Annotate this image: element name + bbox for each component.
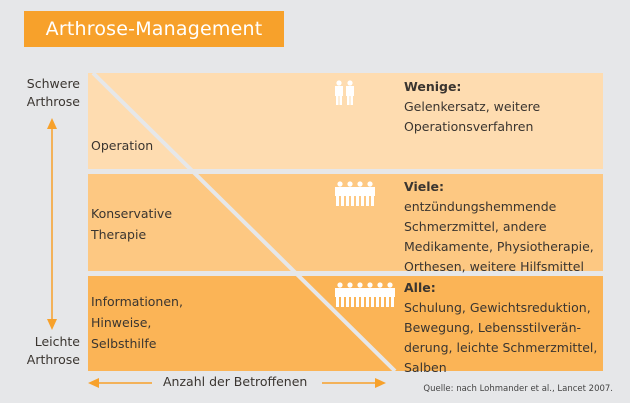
- x-axis-label: Anzahl der Betroffenen: [163, 374, 308, 389]
- band-3-left-label-line: Informationen,: [91, 294, 183, 309]
- band-1-line: Gelenkersatz, weitere: [404, 99, 541, 114]
- diagram-title: Arthrose-Management: [24, 11, 284, 47]
- y-axis-top-label-line2: Arthrose: [26, 94, 80, 109]
- y-axis-bottom-label: Leichte Arthrose: [18, 333, 80, 369]
- band-3-line: Schulung, Gewichtsreduktion,: [404, 300, 591, 315]
- y-axis-top-label: Schwere Arthrose: [18, 75, 80, 111]
- two-people-icon: [335, 80, 354, 105]
- band-3-left-label: Informationen, Hinweise, Selbsthilfe: [91, 291, 183, 354]
- band-1-left-label: Operation: [91, 135, 153, 156]
- six-people-icon: [335, 282, 395, 307]
- band-2-line: Schmerzmittel, andere: [404, 219, 547, 234]
- four-people-icon: [335, 181, 375, 206]
- band-3-left-label-line: Hinweise,: [91, 315, 152, 330]
- y-axis-top-label-line1: Schwere: [26, 76, 80, 91]
- band-3-left-label-line: Selbsthilfe: [91, 336, 157, 351]
- band-1-heading: Wenige:: [404, 79, 462, 94]
- band-3-line: Bewegung, Lebensstilverän-: [404, 320, 582, 335]
- band-3-heading: Alle:: [404, 280, 436, 295]
- source-citation: Quelle: nach Lohmander et al., Lancet 20…: [423, 384, 613, 394]
- band-3-line: Salben: [404, 360, 447, 375]
- y-axis-bottom-label-line1: Leichte: [34, 334, 80, 349]
- band-3-line: derung, leichte Schmerzmittel,: [404, 340, 598, 355]
- band-2-line: Orthesen, weitere Hilfsmittel: [404, 259, 584, 274]
- vertical-axis-arrow: [47, 118, 57, 330]
- band-3-description: Alle: Schulung, Gewichtsreduktion, Beweg…: [404, 278, 597, 378]
- band-1-description: Wenige: Gelenkersatz, weitere Operations…: [404, 77, 540, 137]
- band-2-left-label-line: Therapie: [91, 227, 147, 242]
- band-2-description: Viele: entzündungshemmende Schmerzmittel…: [404, 177, 594, 277]
- band-2-left-label-line: Konservative: [91, 206, 173, 221]
- band-1-line: Operationsverfahren: [404, 119, 534, 134]
- band-1-left-label-line: Operation: [91, 138, 154, 153]
- band-2-line: entzündungshemmende: [404, 199, 557, 214]
- band-2-line: Medikamente, Physiotherapie,: [404, 239, 594, 254]
- y-axis-bottom-label-line2: Arthrose: [26, 352, 80, 367]
- band-2-heading: Viele:: [404, 179, 444, 194]
- band-2-left-label: Konservative Therapie: [91, 203, 172, 245]
